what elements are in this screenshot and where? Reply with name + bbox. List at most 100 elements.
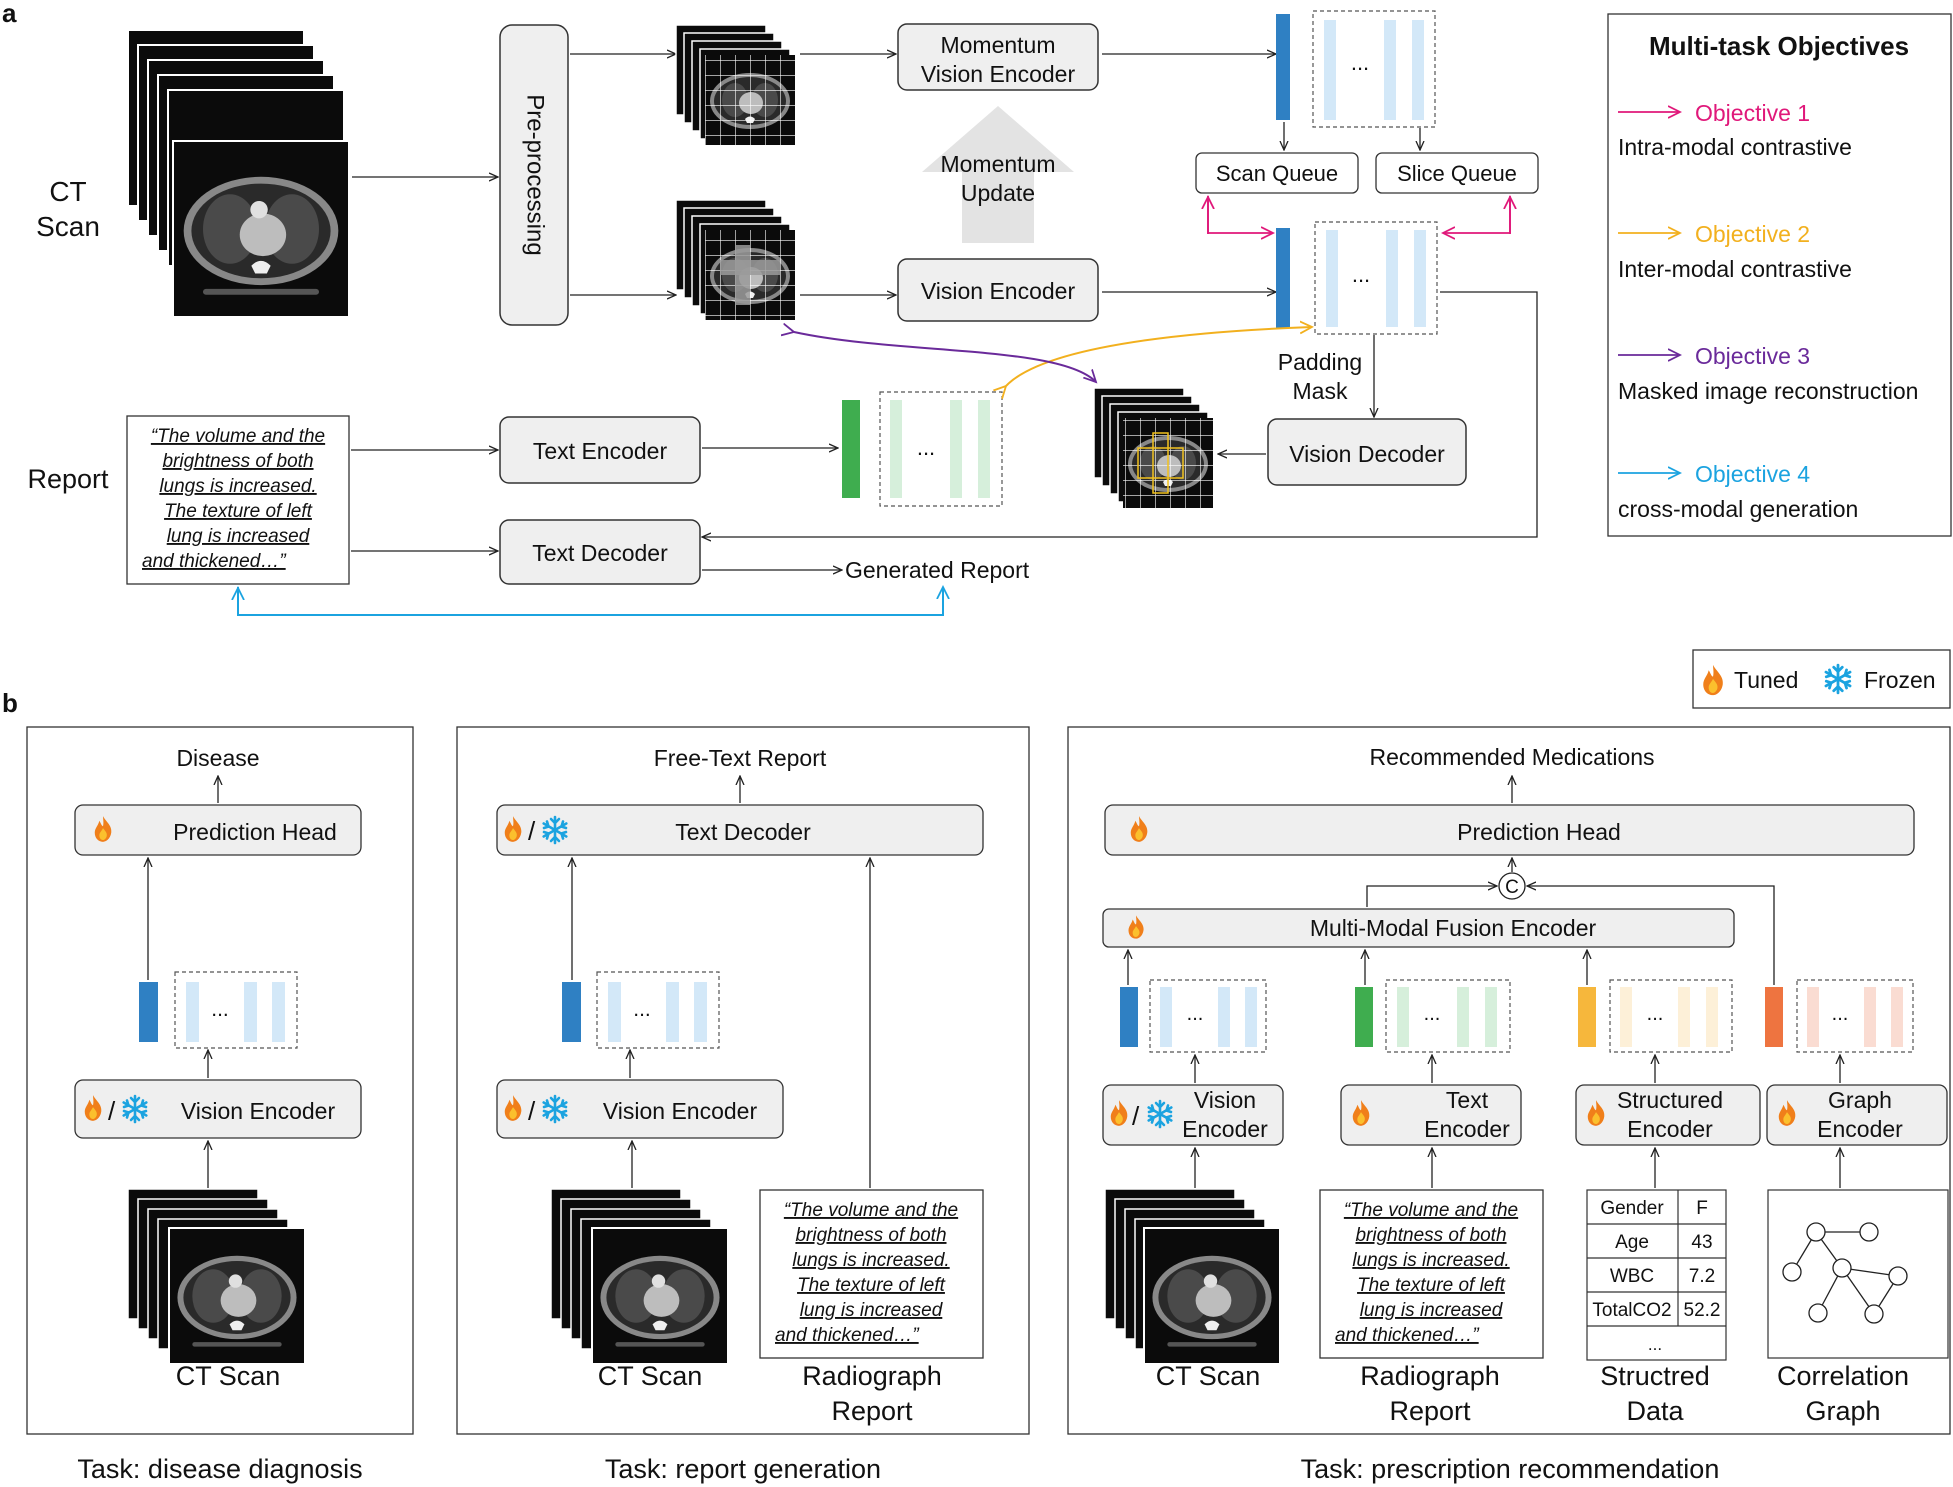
vision-ellipsis: ... — [1187, 1003, 1204, 1025]
graph-ellipsis: ... — [1832, 1003, 1849, 1025]
objective3-arrow — [794, 332, 1096, 382]
task2-cls-token — [562, 982, 581, 1042]
report-line-2: brightness of both — [162, 451, 313, 472]
task3-output: Recommended Medications — [1369, 744, 1654, 770]
objective-2-desc: Inter-modal contrastive — [1618, 256, 1852, 282]
fusion-encoder-label: Multi-Modal Fusion Encoder — [1310, 915, 1597, 941]
tuned-frozen-legend — [1692, 649, 1951, 709]
text-decoder-box — [499, 519, 701, 585]
preprocessing-label: Pre-processing — [522, 94, 549, 255]
task2-decoder-label: Text Decoder — [675, 819, 811, 845]
task3-report-line-1: “The volume and the — [1344, 1200, 1518, 1221]
task3-text-encoder — [1340, 1084, 1522, 1146]
objective-4-name: Objective 4 — [1695, 461, 1810, 487]
task3-text-encoder-line2: Encoder — [1424, 1116, 1510, 1142]
report-label: Report — [27, 464, 109, 494]
vision-patch-tokens — [1314, 221, 1438, 335]
slash-separator: / — [528, 816, 536, 846]
correlation-graph-network — [1782, 1222, 1908, 1324]
objective-1-name: Objective 1 — [1695, 100, 1810, 126]
ct-scan-label-line2: Scan — [36, 211, 100, 242]
ellipsis-top: ... — [1351, 50, 1369, 75]
generated-report-label: Generated Report — [845, 557, 1030, 583]
momentum-cls-token — [1276, 14, 1290, 120]
padding-mask-label-line1: Padding — [1278, 349, 1362, 375]
fusion-encoder-box — [1102, 908, 1735, 948]
objective-1-desc: Intra-modal contrastive — [1618, 134, 1852, 160]
report-line-3: lungs is increased. — [159, 476, 316, 497]
table-row-1-key: Gender — [1600, 1198, 1664, 1219]
task3-vision-encoder-line1: Vision — [1194, 1087, 1256, 1113]
task3-ct-label: CT Scan — [1156, 1361, 1261, 1391]
task3-graph-encoder-line2: Encoder — [1817, 1116, 1903, 1142]
report-text: “The volume and the brightness of both l… — [142, 426, 325, 572]
task3-graph-label-line1: Correlation — [1777, 1361, 1909, 1391]
task3-struct-label-line2: Data — [1626, 1396, 1684, 1426]
report-line-6: and thickened…” — [142, 551, 287, 572]
slash-separator: / — [528, 1096, 536, 1126]
patch-stack-masked — [675, 199, 795, 320]
text-encoder-box — [499, 416, 701, 484]
task3-ct-stack — [1104, 1188, 1281, 1365]
task1-caption: Task: disease diagnosis — [77, 1454, 362, 1484]
task3-report-box — [1319, 1189, 1544, 1359]
task2-report-line-6: and thickened…” — [775, 1325, 920, 1346]
task1-input-label: CT Scan — [176, 1361, 281, 1391]
concat-node — [1498, 872, 1526, 900]
task1-vision-encoder — [74, 1079, 362, 1139]
task3-report-label-line1: Radiograph — [1360, 1361, 1500, 1391]
report-text-box — [126, 415, 350, 585]
slash-separator: / — [1132, 1101, 1140, 1131]
task2-ellipsis: ... — [633, 998, 651, 1021]
panel-a-letter: a — [2, 0, 17, 28]
objective-4-desc: cross-modal generation — [1618, 496, 1858, 522]
reconstructed-stack — [1093, 387, 1213, 508]
preprocessing-box — [499, 24, 569, 326]
objective-3-desc: Masked image reconstruction — [1618, 378, 1918, 404]
task2-text-decoder — [496, 804, 984, 856]
task3-graph-encoder — [1766, 1084, 1948, 1146]
task1-ellipsis: ... — [211, 998, 229, 1021]
objectives-legend-box — [1607, 13, 1952, 537]
table-row-2-key: Age — [1615, 1232, 1649, 1253]
objective-2-name: Objective 2 — [1695, 221, 1810, 247]
task2-input2-label-line2: Report — [831, 1396, 913, 1426]
table-row-4-key: TotalCO2 — [1592, 1300, 1671, 1321]
report-line-1: “The volume and the — [151, 426, 325, 447]
task3-report-line-4: The texture of left — [1357, 1275, 1506, 1296]
objective1-arrow-right — [1443, 196, 1511, 233]
task2-encoder-label: Vision Encoder — [603, 1098, 758, 1124]
task3-report-line-3: lungs is increased. — [1352, 1250, 1509, 1271]
scan-queue-label: Scan Queue — [1216, 161, 1338, 186]
task1-tokens — [174, 971, 298, 1049]
momentum-vision-encoder-box — [897, 23, 1099, 91]
task3-graph-encoder-line1: Graph — [1828, 1087, 1892, 1113]
text-tokens — [879, 391, 1003, 507]
task3-report-label-line2: Report — [1389, 1396, 1471, 1426]
task1-ct-stack — [127, 1188, 306, 1365]
structured-data-table: Gender F Age 43 WBC 7.2 TotalCO2 52.2 ..… — [1586, 1189, 1727, 1361]
table-row-4-val: 52.2 — [1684, 1300, 1721, 1321]
vision-cls-token — [1276, 228, 1290, 328]
ct-scan-stack — [127, 29, 350, 318]
momentum-update-arrow — [922, 106, 1074, 243]
task3-struct-label-line1: Structred — [1600, 1361, 1710, 1391]
tuned-label: Tuned — [1734, 667, 1798, 693]
task2-report-text: “The volume and the brightness of both l… — [775, 1200, 958, 1346]
task2-tokens — [596, 971, 720, 1049]
table-row-3-val: 7.2 — [1689, 1266, 1715, 1287]
slice-queue-label: Slice Queue — [1397, 161, 1517, 186]
task3-struct-encoder-line2: Encoder — [1627, 1116, 1713, 1142]
task3-struct-encoder-line1: Structured — [1617, 1087, 1723, 1113]
task2-input2-label-line1: Radiograph — [802, 1361, 942, 1391]
task2-report-line-5: lung is increased — [800, 1300, 944, 1321]
task3-structured-encoder — [1575, 1084, 1761, 1146]
momentum-update-label-line1: Momentum — [940, 151, 1055, 177]
patch-stack-top — [675, 24, 795, 145]
task1-output: Disease — [176, 745, 259, 771]
task3-vision-encoder-line2: Encoder — [1182, 1116, 1268, 1142]
task2-report-box — [759, 1189, 984, 1359]
task2-input1-label: CT Scan — [598, 1361, 703, 1391]
objective1-arrow-left — [1207, 196, 1273, 233]
